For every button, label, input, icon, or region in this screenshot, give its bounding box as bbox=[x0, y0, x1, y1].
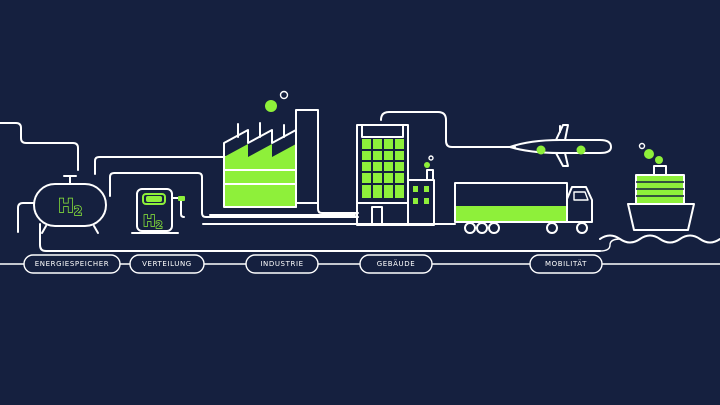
airplane-mobility bbox=[509, 124, 612, 167]
office-building bbox=[356, 124, 435, 226]
dispenser-h2-symbol: H2 bbox=[143, 212, 163, 231]
label-energiespeicher: ENERGIESPEICHER bbox=[23, 254, 121, 274]
truck-mobility bbox=[454, 182, 593, 234]
svg-text:VERTEILUNG: VERTEILUNG bbox=[142, 260, 192, 268]
label-verteilung: VERTEILUNG bbox=[129, 254, 205, 274]
tank-h2-symbol: H2 bbox=[58, 195, 82, 218]
svg-text:ENERGIESPEICHER: ENERGIESPEICHER bbox=[35, 260, 109, 268]
svg-text:MOBILITÄT: MOBILITÄT bbox=[545, 259, 587, 268]
container-ship-mobility bbox=[627, 142, 695, 231]
label-industrie: INDUSTRIE bbox=[245, 254, 319, 274]
water-waves bbox=[599, 234, 720, 244]
label-mobilitaet: MOBILITÄT bbox=[529, 254, 603, 274]
hydrogen-dispenser: H2 bbox=[131, 188, 185, 234]
svg-text:GEBÄUDE: GEBÄUDE bbox=[377, 259, 416, 268]
svg-text:INDUSTRIE: INDUSTRIE bbox=[260, 260, 303, 268]
labels-row: ENERGIESPEICHER VERTEILUNG INDUSTRIE GEB… bbox=[0, 254, 720, 274]
pipeline-network bbox=[0, 111, 621, 252]
hydrogen-storage-tank: H2 bbox=[33, 175, 107, 234]
factory-industry bbox=[223, 90, 319, 208]
label-gebaeude: GEBÄUDE bbox=[359, 254, 433, 274]
